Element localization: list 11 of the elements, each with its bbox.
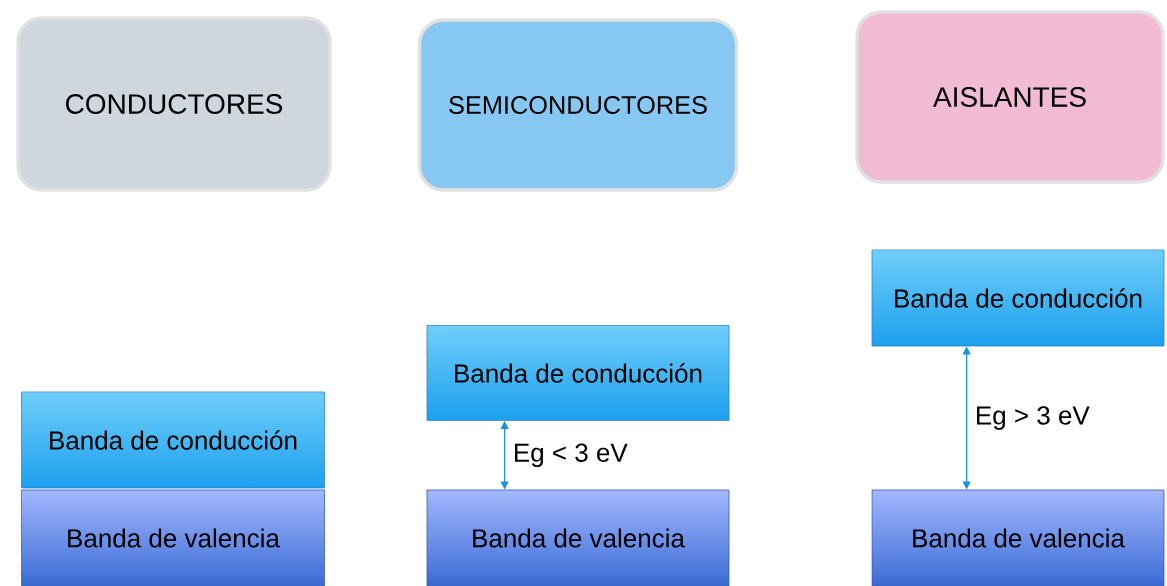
conduction-band-box: Banda de conducción xyxy=(426,325,730,421)
valence-band-box: Banda de valencia xyxy=(21,489,325,586)
conduction-band-box: Banda de conducción xyxy=(871,249,1165,347)
edge-label: Eg > 3 eV xyxy=(977,406,1090,430)
valence-band-box: Banda de valencia xyxy=(426,489,730,586)
valence-band-box: Banda de valencia xyxy=(871,489,1165,586)
edge-label: Eg < 3 eV xyxy=(515,443,628,468)
category-box: CONDUCTORES xyxy=(16,16,332,192)
conduction-band-box: Banda de conducción xyxy=(21,391,325,489)
category-box: SEMICONDUCTORES xyxy=(417,18,739,192)
category-box: AISLANTES xyxy=(855,10,1165,184)
